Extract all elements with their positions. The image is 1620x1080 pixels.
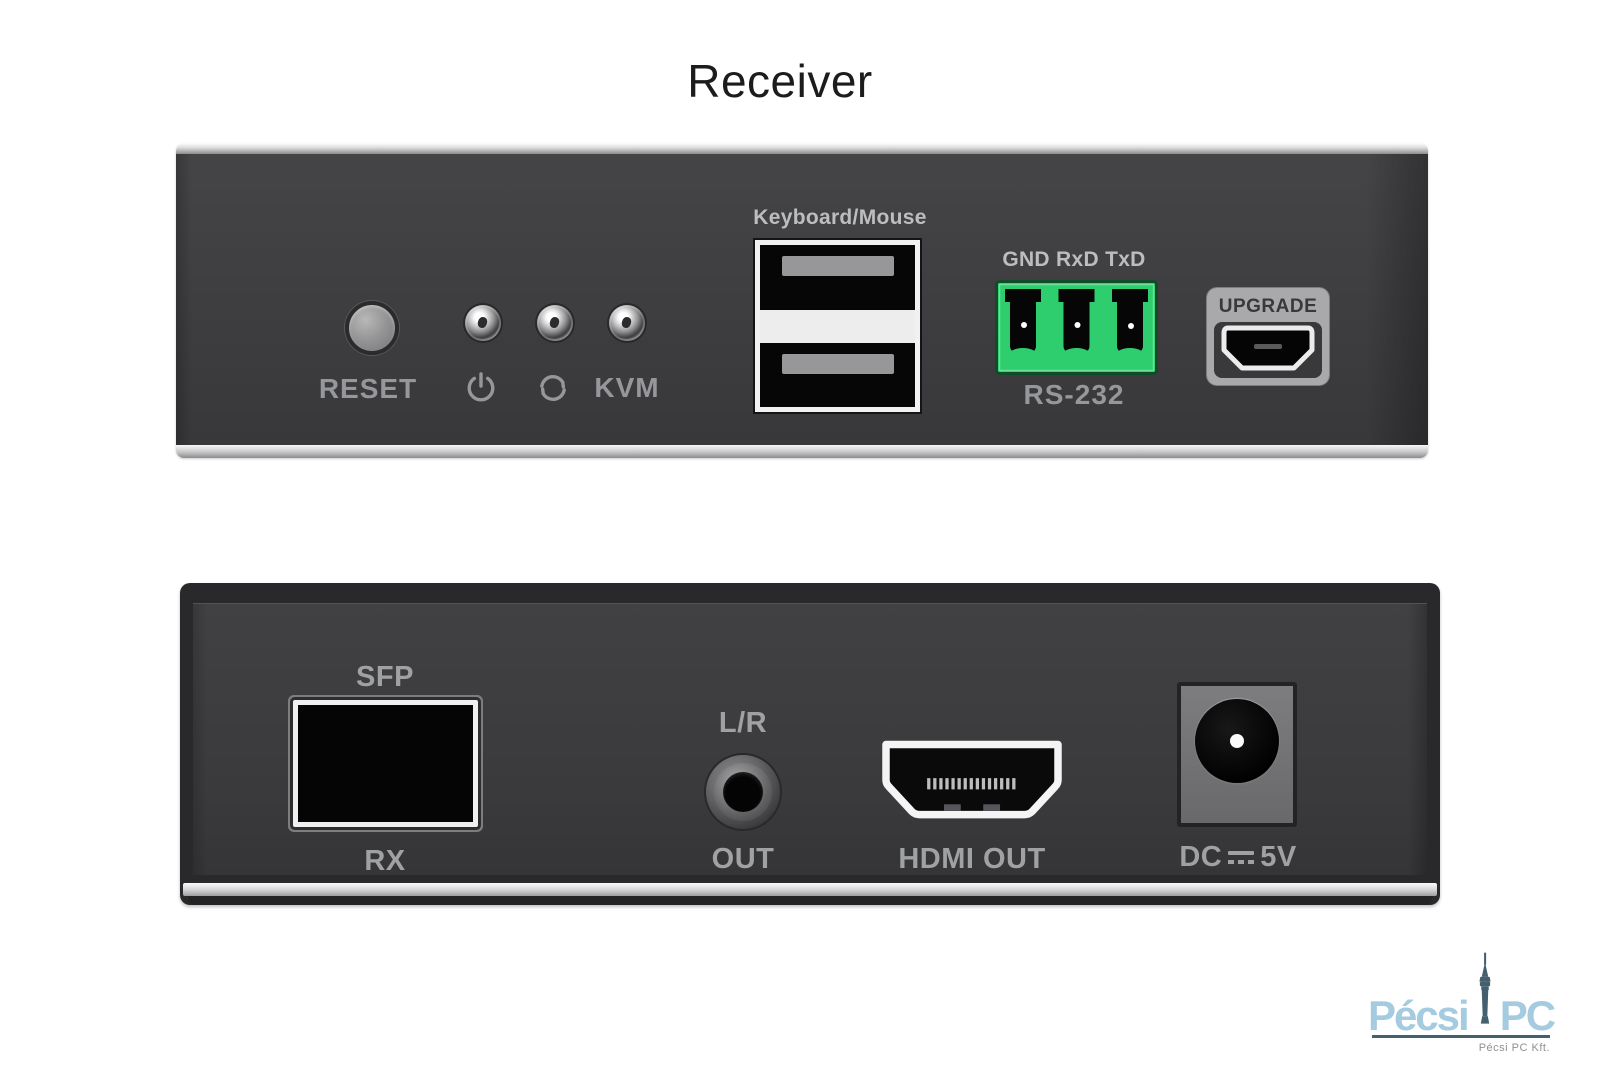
usb-dual-port xyxy=(755,240,920,412)
receiver-back-panel: SFP RX L/R OUT HDMI OUT DC 5V xyxy=(180,583,1440,905)
hdmi-port xyxy=(877,737,1067,828)
page-title: Receiver xyxy=(687,55,873,107)
dc-jack-barrel xyxy=(1195,699,1279,783)
usb-port-bottom xyxy=(760,342,915,407)
logo-row: Pécsi PC xyxy=(1368,952,1556,1036)
sfp-port xyxy=(293,700,478,827)
logo-company: Pécsi PC Kft. xyxy=(1478,1042,1550,1054)
back-panel-silver-edge xyxy=(183,883,1437,896)
usb-tongue xyxy=(781,353,894,374)
micro-usb-port xyxy=(1218,324,1318,377)
front-panel-top-edge xyxy=(176,143,1428,154)
reset-button xyxy=(345,301,399,355)
sync-loop-icon xyxy=(536,370,570,411)
rs232-label: RS-232 xyxy=(1023,379,1125,410)
dc-jack-pin xyxy=(1230,734,1244,748)
kvm-led xyxy=(609,305,645,341)
usb-ports-label: Keyboard/Mouse xyxy=(753,206,927,229)
usb-tongue xyxy=(781,256,894,276)
rx-label: RX xyxy=(364,845,406,877)
sfp-label: SFP xyxy=(356,661,414,693)
link-led xyxy=(537,305,573,341)
upgrade-plate: UPGRADE xyxy=(1207,288,1329,385)
dc-power-jack xyxy=(1177,682,1297,827)
usb-port-top xyxy=(760,245,915,310)
upgrade-label: UPGRADE xyxy=(1218,296,1318,317)
back-panel-base-edge xyxy=(188,896,1432,905)
hdmi-out-label: HDMI OUT xyxy=(898,843,1046,875)
brand-logo: Pécsi PC Pécsi PC Kft. xyxy=(1368,952,1556,1054)
dc-label-suffix: 5V xyxy=(1260,841,1297,873)
receiver-front-panel: RESET KVM Keyboard/Mouse xyxy=(176,143,1428,458)
power-led xyxy=(465,305,501,341)
audio-lr-label: L/R xyxy=(718,707,768,739)
micro-usb-recess xyxy=(1214,322,1322,378)
dc-power-label: DC 5V xyxy=(1138,841,1338,874)
audio-out-label: OUT xyxy=(711,843,775,875)
direct-current-icon xyxy=(1226,849,1256,866)
front-panel-bottom-edge xyxy=(176,445,1428,458)
rs232-terminal-block xyxy=(995,280,1158,375)
power-icon xyxy=(464,369,498,410)
logo-underline xyxy=(1372,1035,1550,1038)
tv-tower-icon xyxy=(1471,952,1499,1033)
reset-label: RESET xyxy=(318,373,418,404)
dc-label-prefix: DC xyxy=(1179,841,1223,873)
audio-jack xyxy=(706,755,780,829)
usb-port-divider xyxy=(760,309,915,343)
rs232-pins-label: GND RxD TxD xyxy=(1002,248,1146,271)
audio-jack-hole xyxy=(723,772,763,812)
kvm-label: KVM xyxy=(594,372,660,403)
logo-name-first: Pécsi xyxy=(1367,991,1470,1039)
logo-name-second: PC xyxy=(1499,991,1556,1039)
